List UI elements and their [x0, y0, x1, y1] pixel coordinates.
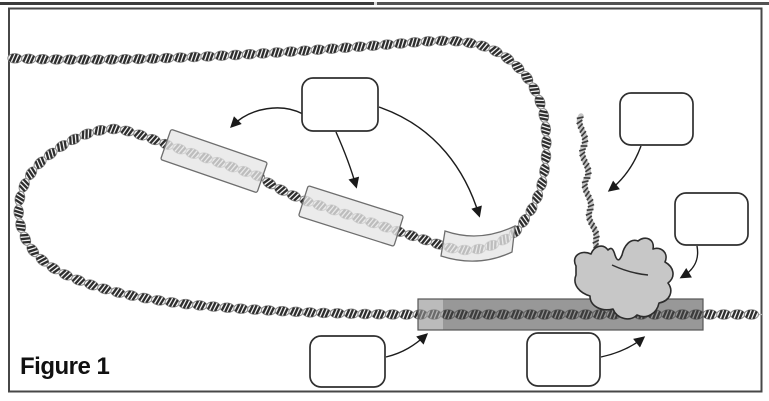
highlighted-gene-segment-3 [440, 224, 516, 262]
label-box-transcribed-region[interactable] [526, 332, 601, 387]
arrow-to-segment-2 [335, 131, 360, 189]
label-box-gene-segments[interactable] [301, 77, 379, 132]
top-rule-gap [374, 2, 377, 5]
rna-polymerase-blob [573, 237, 674, 320]
highlighted-gene-segment-2 [298, 185, 404, 247]
arrow-to-segment-3 [378, 106, 482, 218]
arrow-to-segment-1 [230, 107, 304, 128]
arrow-to-mrna [607, 145, 642, 192]
figure-caption: Figure 1 [20, 353, 110, 380]
top-rule-right [377, 2, 769, 5]
figure-frame [8, 7, 763, 393]
transcribed-region-bar [443, 299, 703, 330]
highlighted-gene-segment-1 [160, 129, 268, 193]
label-box-polymerase[interactable] [674, 192, 749, 246]
arrow-to-promoter [385, 333, 429, 358]
rna-polymerase-cleft [611, 264, 649, 276]
promoter-square [418, 299, 443, 330]
top-rule-left [0, 2, 374, 5]
transcribed-region-outline [417, 298, 704, 331]
label-box-mrna[interactable] [619, 92, 694, 146]
arrow-to-polymerase [679, 245, 699, 279]
arrow-to-transcribed-region [600, 336, 646, 358]
label-box-promoter[interactable] [309, 335, 386, 388]
